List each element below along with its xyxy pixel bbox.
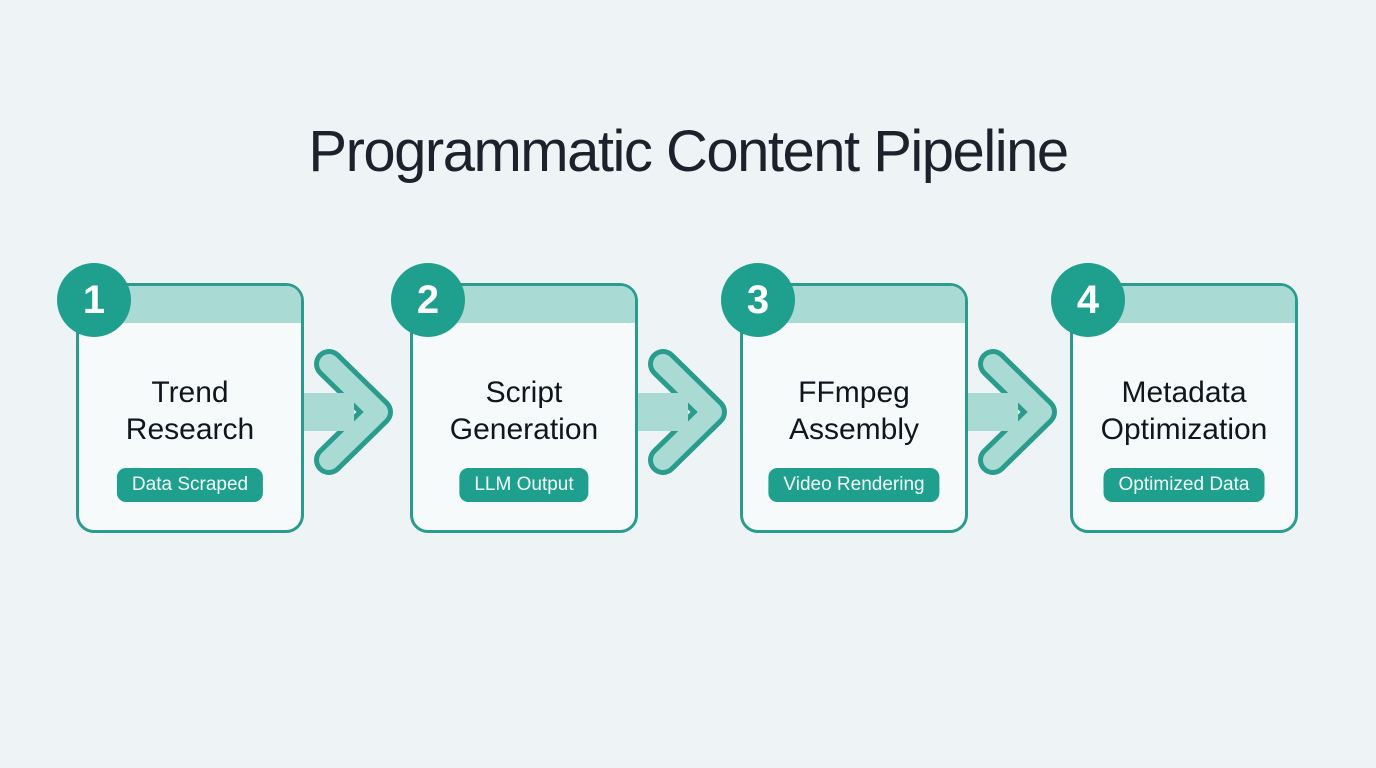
card-title: FFmpeg Assembly bbox=[788, 376, 920, 446]
step-card-script-generation: 2 Script Generation LLM Output bbox=[391, 263, 638, 533]
step-card-trend-research: 1 Trend Research Data Scraped bbox=[57, 263, 304, 533]
status-badge: Optimized Data bbox=[1103, 468, 1265, 502]
arrow-right-icon bbox=[966, 349, 1057, 475]
step-number: 2 bbox=[416, 278, 440, 322]
step-number-badge: 2 bbox=[391, 263, 465, 337]
arrow-right-icon bbox=[302, 349, 393, 475]
arrow-right-icon bbox=[636, 349, 727, 475]
card-title: Metadata Optimization bbox=[1100, 376, 1268, 446]
step-number: 3 bbox=[746, 278, 770, 322]
status-badge: Data Scraped bbox=[116, 468, 264, 502]
step-number: 4 bbox=[1076, 278, 1100, 322]
step-number-badge: 1 bbox=[57, 263, 131, 337]
step-card-ffmpeg-assembly: 3 FFmpeg Assembly Video Rendering bbox=[721, 263, 968, 533]
step-number-badge: 4 bbox=[1051, 263, 1125, 337]
card-title: Script Generation bbox=[449, 376, 599, 446]
card-title: Trend Research bbox=[125, 376, 255, 446]
step-number-badge: 3 bbox=[721, 263, 795, 337]
step-number: 1 bbox=[82, 278, 106, 322]
status-badge: LLM Output bbox=[459, 468, 589, 502]
status-badge: Video Rendering bbox=[768, 468, 940, 502]
page-title: Programmatic Content Pipeline bbox=[308, 119, 1069, 184]
step-card-metadata-optimization: 4 Metadata Optimization Optimized Data bbox=[1051, 263, 1298, 533]
